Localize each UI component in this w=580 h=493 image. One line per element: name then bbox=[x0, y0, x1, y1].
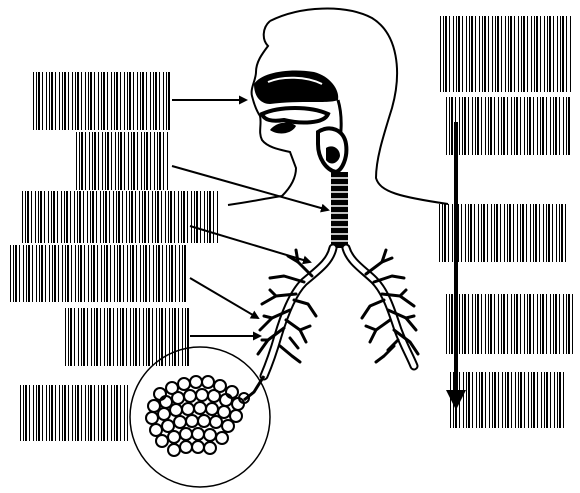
trachea bbox=[331, 172, 348, 248]
bronchial-tree bbox=[258, 248, 418, 376]
alveoli-cluster bbox=[146, 376, 249, 456]
arrow-trachea bbox=[172, 166, 328, 210]
nasal-cavity bbox=[254, 71, 338, 105]
arrow-bronchioles bbox=[190, 278, 258, 318]
flow-arrow-head bbox=[446, 390, 466, 410]
arrow-bronchi bbox=[190, 226, 310, 262]
mouth-cavity bbox=[262, 108, 328, 122]
neck-line bbox=[228, 196, 282, 205]
tongue bbox=[270, 123, 296, 134]
alveoli-duct bbox=[244, 376, 264, 400]
pointer-arrows bbox=[172, 100, 328, 336]
